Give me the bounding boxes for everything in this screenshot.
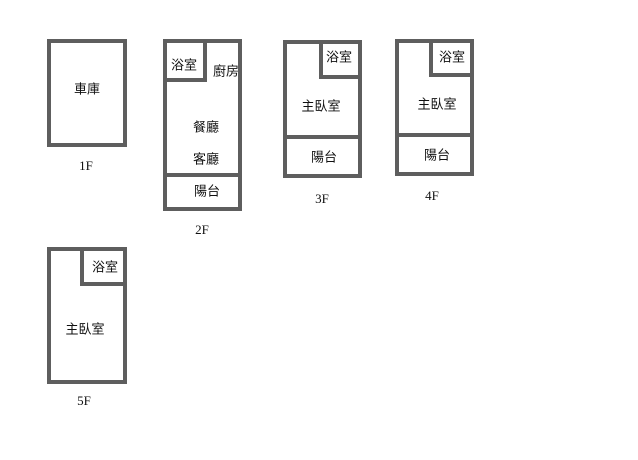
- room-garage: 車庫: [74, 83, 100, 98]
- room-dining: 餐廳: [193, 120, 219, 136]
- room-bathroom: 浴室: [92, 260, 118, 276]
- floor-5f: 浴室 主臥室 5F: [47, 247, 127, 408]
- floor-4f: 浴室 主臥室 陽台 4F: [395, 39, 474, 203]
- floor-3f: 浴室 主臥室 陽台 3F: [283, 40, 362, 206]
- floor-4f-outline: [395, 39, 474, 176]
- floor-4f-label: 4F: [425, 188, 439, 203]
- floor-5f-label: 5F: [77, 393, 91, 408]
- room-balcony: 陽台: [424, 149, 450, 164]
- floor-5f-outline: [47, 247, 127, 384]
- floor-4f-bathroom-wall: [429, 41, 472, 77]
- floor-1f: 車庫 1F: [47, 39, 127, 173]
- floor-5f-bathroom-wall: [80, 249, 125, 286]
- room-balcony: 陽台: [311, 151, 337, 166]
- room-master-bedroom: 主臥室: [65, 322, 104, 338]
- room-living: 客廳: [193, 152, 219, 168]
- floor-3f-bathroom-wall: [319, 42, 360, 79]
- room-master-bedroom: 主臥室: [417, 97, 456, 113]
- floor-2f-bathroom-wall: [165, 41, 207, 82]
- floor-1f-label: 1F: [79, 158, 93, 173]
- room-kitchen: 廚房: [213, 64, 239, 80]
- room-bathroom: 浴室: [326, 50, 352, 66]
- room-balcony: 陽台: [194, 185, 220, 200]
- floor-2f-label: 2F: [195, 222, 209, 237]
- room-bathroom: 浴室: [171, 58, 197, 74]
- room-bathroom: 浴室: [439, 50, 465, 66]
- floor-1f-outline: [47, 39, 127, 147]
- floor-2f-outline: [163, 39, 242, 211]
- room-master-bedroom: 主臥室: [301, 99, 340, 115]
- floor-3f-label: 3F: [315, 191, 329, 206]
- floor-2f: 浴室 廚房 餐廳 客廳 陽台 2F: [163, 39, 242, 237]
